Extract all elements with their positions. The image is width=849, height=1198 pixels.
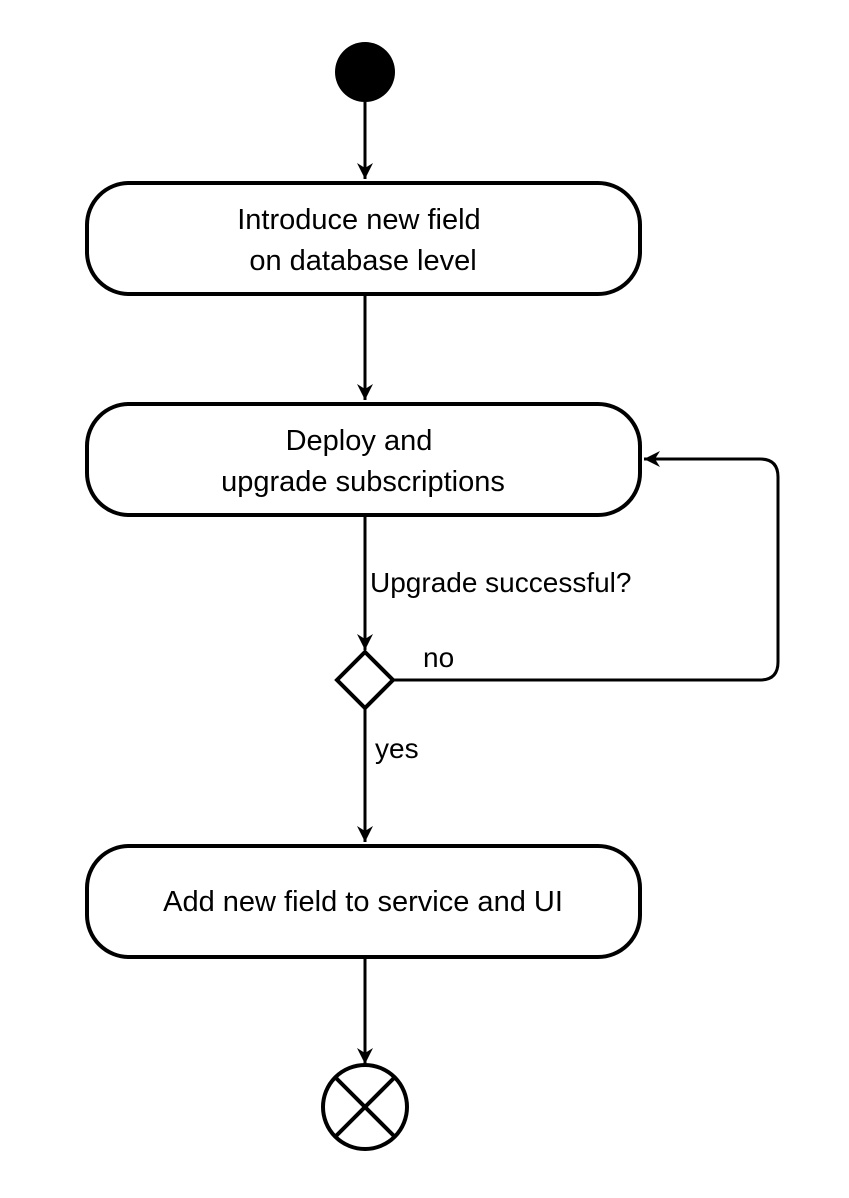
action-add-field-service-ui-line-1: Add new field to service and UI <box>163 886 563 918</box>
label-no: no <box>423 642 454 673</box>
action-deploy-upgrade-line-2: upgrade subscriptions <box>221 466 505 498</box>
action-add-field-service-ui: Add new field to service and UI <box>85 844 642 959</box>
action-deploy-upgrade: Deploy and upgrade subscriptions <box>85 402 642 517</box>
end-node-cross-b <box>333 1075 397 1139</box>
decision-diamond <box>334 649 396 711</box>
end-node <box>321 1063 409 1151</box>
action-introduce-field-line-1: Introduce new field <box>237 204 480 236</box>
svg-text:Deploy and upgrade subsc: Deploy and upgrade subscriptions <box>221 425 505 498</box>
action-introduce-field-line-2: on database level <box>249 245 476 277</box>
action-deploy-upgrade-box <box>85 402 642 517</box>
edge-decision-no-loop <box>393 451 780 682</box>
svg-text:Add new field to service and U: Add new field to service and UI <box>163 886 563 918</box>
action-deploy-upgrade-line-1: Deploy and <box>286 425 433 457</box>
action-introduce-field: Introduce new field on database level <box>85 181 642 296</box>
action-introduce-field-box <box>85 181 642 296</box>
start-node <box>335 42 395 102</box>
label-upgrade-successful: Upgrade successful? <box>370 567 631 598</box>
label-yes: yes <box>375 733 419 764</box>
svg-text:Introduce new field on d: Introduce new field on database level <box>237 204 489 277</box>
